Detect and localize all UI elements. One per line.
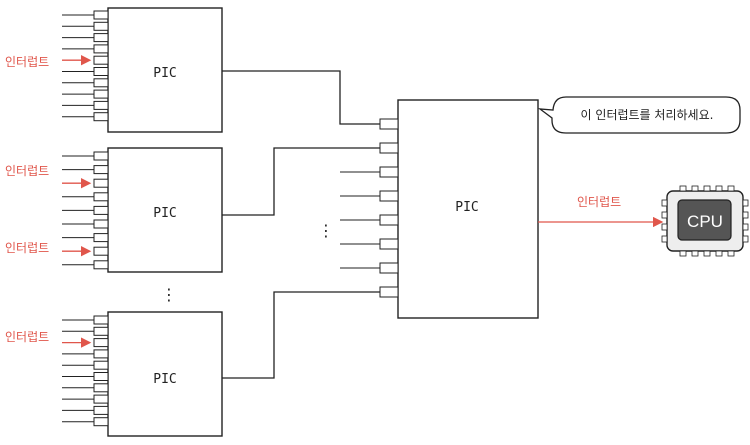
pic-3-pin — [93, 349, 109, 359]
cpu-pin — [661, 223, 668, 231]
pic-2-pin — [93, 165, 109, 175]
cpu-pin — [679, 250, 687, 257]
pic-1-pin — [93, 33, 109, 43]
pic-2-pin — [93, 192, 109, 202]
wire-pic1 — [222, 70, 380, 125]
cpu-pin — [715, 250, 723, 257]
pic-1-pin — [93, 112, 109, 122]
pic-2-pin — [93, 219, 109, 229]
master-pin — [379, 118, 399, 130]
cpu-pin — [742, 199, 749, 207]
pic-3-pin — [93, 405, 109, 415]
wire-pic3 — [222, 291, 380, 379]
pic-2-pin — [93, 151, 109, 161]
pic-3-pin — [93, 360, 109, 370]
cpu-pin — [742, 235, 749, 243]
cpu-pin — [715, 185, 723, 192]
pic-2-pin — [93, 205, 109, 215]
vertical-ellipsis-center: ⋮ — [318, 221, 334, 240]
cpu-pin — [691, 185, 699, 192]
master-pin — [379, 142, 399, 154]
pic-1-pin — [93, 21, 109, 31]
cpu-pin — [679, 185, 687, 192]
pic-1-pin — [93, 67, 109, 76]
pic-2-label: PIC — [153, 206, 176, 221]
pic-1-pin — [93, 100, 109, 110]
pic-3-pin — [93, 338, 109, 348]
vertical-ellipsis-left: ⋮ — [161, 285, 177, 304]
pic-1-pin — [93, 55, 109, 65]
pic-3-pin — [93, 372, 109, 381]
cascade-wires — [222, 70, 380, 379]
cpu-pin — [727, 250, 735, 257]
pic-3-pin — [93, 394, 109, 404]
cpu-pin — [727, 185, 735, 192]
master-pic-group — [340, 99, 539, 319]
interrupt-label-3: 인터럽트 — [5, 241, 49, 255]
interrupt-label-2: 인터럽트 — [5, 164, 49, 178]
master-pic-label: PIC — [455, 200, 478, 215]
interrupt-label-1: 인터럽트 — [5, 55, 49, 69]
cpu-pin — [742, 223, 749, 231]
wire-pic2 — [222, 147, 380, 216]
pic-1-pin — [93, 10, 109, 20]
cpu-label: CPU — [687, 212, 723, 231]
pic-1-box — [107, 7, 223, 133]
pic-1-pin — [93, 44, 109, 54]
cpu-pin — [742, 211, 749, 219]
cpu-pin — [661, 211, 668, 219]
master-pin — [379, 214, 399, 226]
pic-1-pin — [93, 89, 109, 99]
pic-2-pin — [93, 246, 109, 256]
cpu-pin — [703, 185, 711, 192]
master-pin — [379, 286, 399, 298]
pic-3-pin — [93, 326, 109, 336]
cpu-chip: CPU — [661, 185, 749, 257]
pic-3-pin — [93, 383, 109, 393]
pic-2-pin — [93, 233, 109, 243]
interrupt-label-4: 인터럽트 — [5, 330, 49, 344]
slave-pic-group — [62, 7, 223, 437]
pic-3-label: PIC — [153, 372, 176, 387]
speech-bubble-text: 이 인터럽트를 처리하세요. — [581, 108, 714, 122]
cpu-pin — [661, 235, 668, 243]
speech-bubble: 이 인터럽트를 처리하세요. — [537, 96, 741, 134]
pic-2-pin — [93, 260, 109, 270]
master-pin — [379, 166, 399, 178]
cpu-pin — [691, 250, 699, 257]
cpu-pin — [661, 199, 668, 207]
pic-2-pin — [93, 178, 109, 188]
master-pic-box — [397, 99, 539, 319]
pic-1-pin — [93, 78, 109, 88]
pic-3-pin — [93, 315, 109, 325]
interrupt-label-cpu: 인터럽트 — [577, 195, 621, 209]
pic-1-label: PIC — [153, 66, 176, 81]
pic-3-box — [107, 311, 223, 437]
master-pin — [379, 262, 399, 274]
master-pin — [379, 190, 399, 202]
master-pin — [379, 238, 399, 250]
cpu-pin — [703, 250, 711, 257]
pic-3-pin — [93, 417, 109, 427]
